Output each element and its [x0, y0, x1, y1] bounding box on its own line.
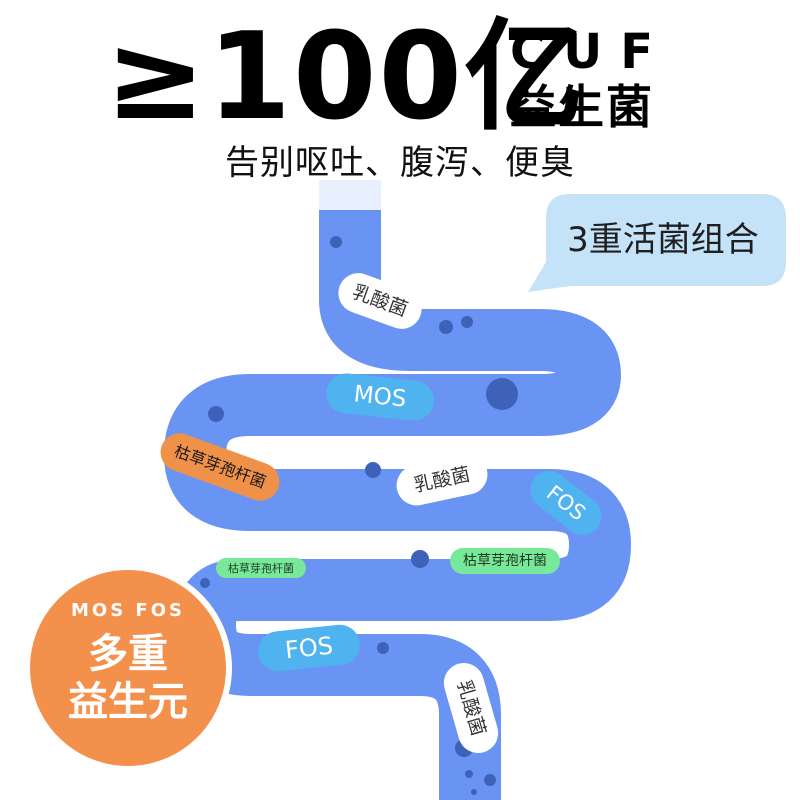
- badge-circle: [30, 570, 226, 766]
- intestine-dot: [439, 320, 453, 334]
- intestine-dot: [461, 316, 473, 328]
- intestine-dot: [486, 378, 518, 410]
- ingredient-pill-label: 乳酸菌: [349, 280, 411, 321]
- intestine-dot: [411, 550, 429, 568]
- intestine-dot: [200, 578, 210, 588]
- intestine-dot: [330, 236, 342, 248]
- intestine-dot: [365, 462, 381, 478]
- ingredient-pill-label: 枯草芽孢杆菌: [463, 553, 547, 569]
- subheadline: 告别呕吐、腹泻、便臭: [225, 143, 575, 183]
- callout-text: 3重活菌组合: [567, 220, 759, 260]
- ingredient-pill-label: MOS: [352, 380, 408, 413]
- intestine-dot: [465, 770, 473, 778]
- badge-line-2: 益生元: [68, 679, 188, 725]
- ingredient-pill-label: 乳酸菌: [453, 677, 490, 739]
- callout-bubble: [528, 194, 786, 292]
- intestine-entry-fade: [319, 180, 381, 210]
- headline-unit: CUF: [510, 24, 671, 80]
- intestine-dot: [208, 406, 224, 422]
- ingredient-pill-bacillus-subtilis-small: 枯草芽孢杆菌: [216, 558, 306, 578]
- intestine-dot: [484, 774, 496, 786]
- intestine-dot: [471, 789, 477, 795]
- ingredient-pill-label: 枯草芽孢杆菌: [228, 561, 294, 575]
- headline-amount: ≥100亿: [105, 8, 587, 147]
- ingredient-pill-label: FOS: [283, 631, 335, 665]
- badge-top-text: MOS FOS: [70, 600, 185, 621]
- ingredient-pill-label: 乳酸菌: [411, 462, 473, 497]
- ingredient-pill-bacillus-subtilis: 枯草芽孢杆菌: [450, 548, 560, 574]
- headline-unit-name: 益生菌: [510, 80, 654, 134]
- badge-line-1: 多重: [88, 631, 168, 677]
- intestine-dot: [377, 642, 389, 654]
